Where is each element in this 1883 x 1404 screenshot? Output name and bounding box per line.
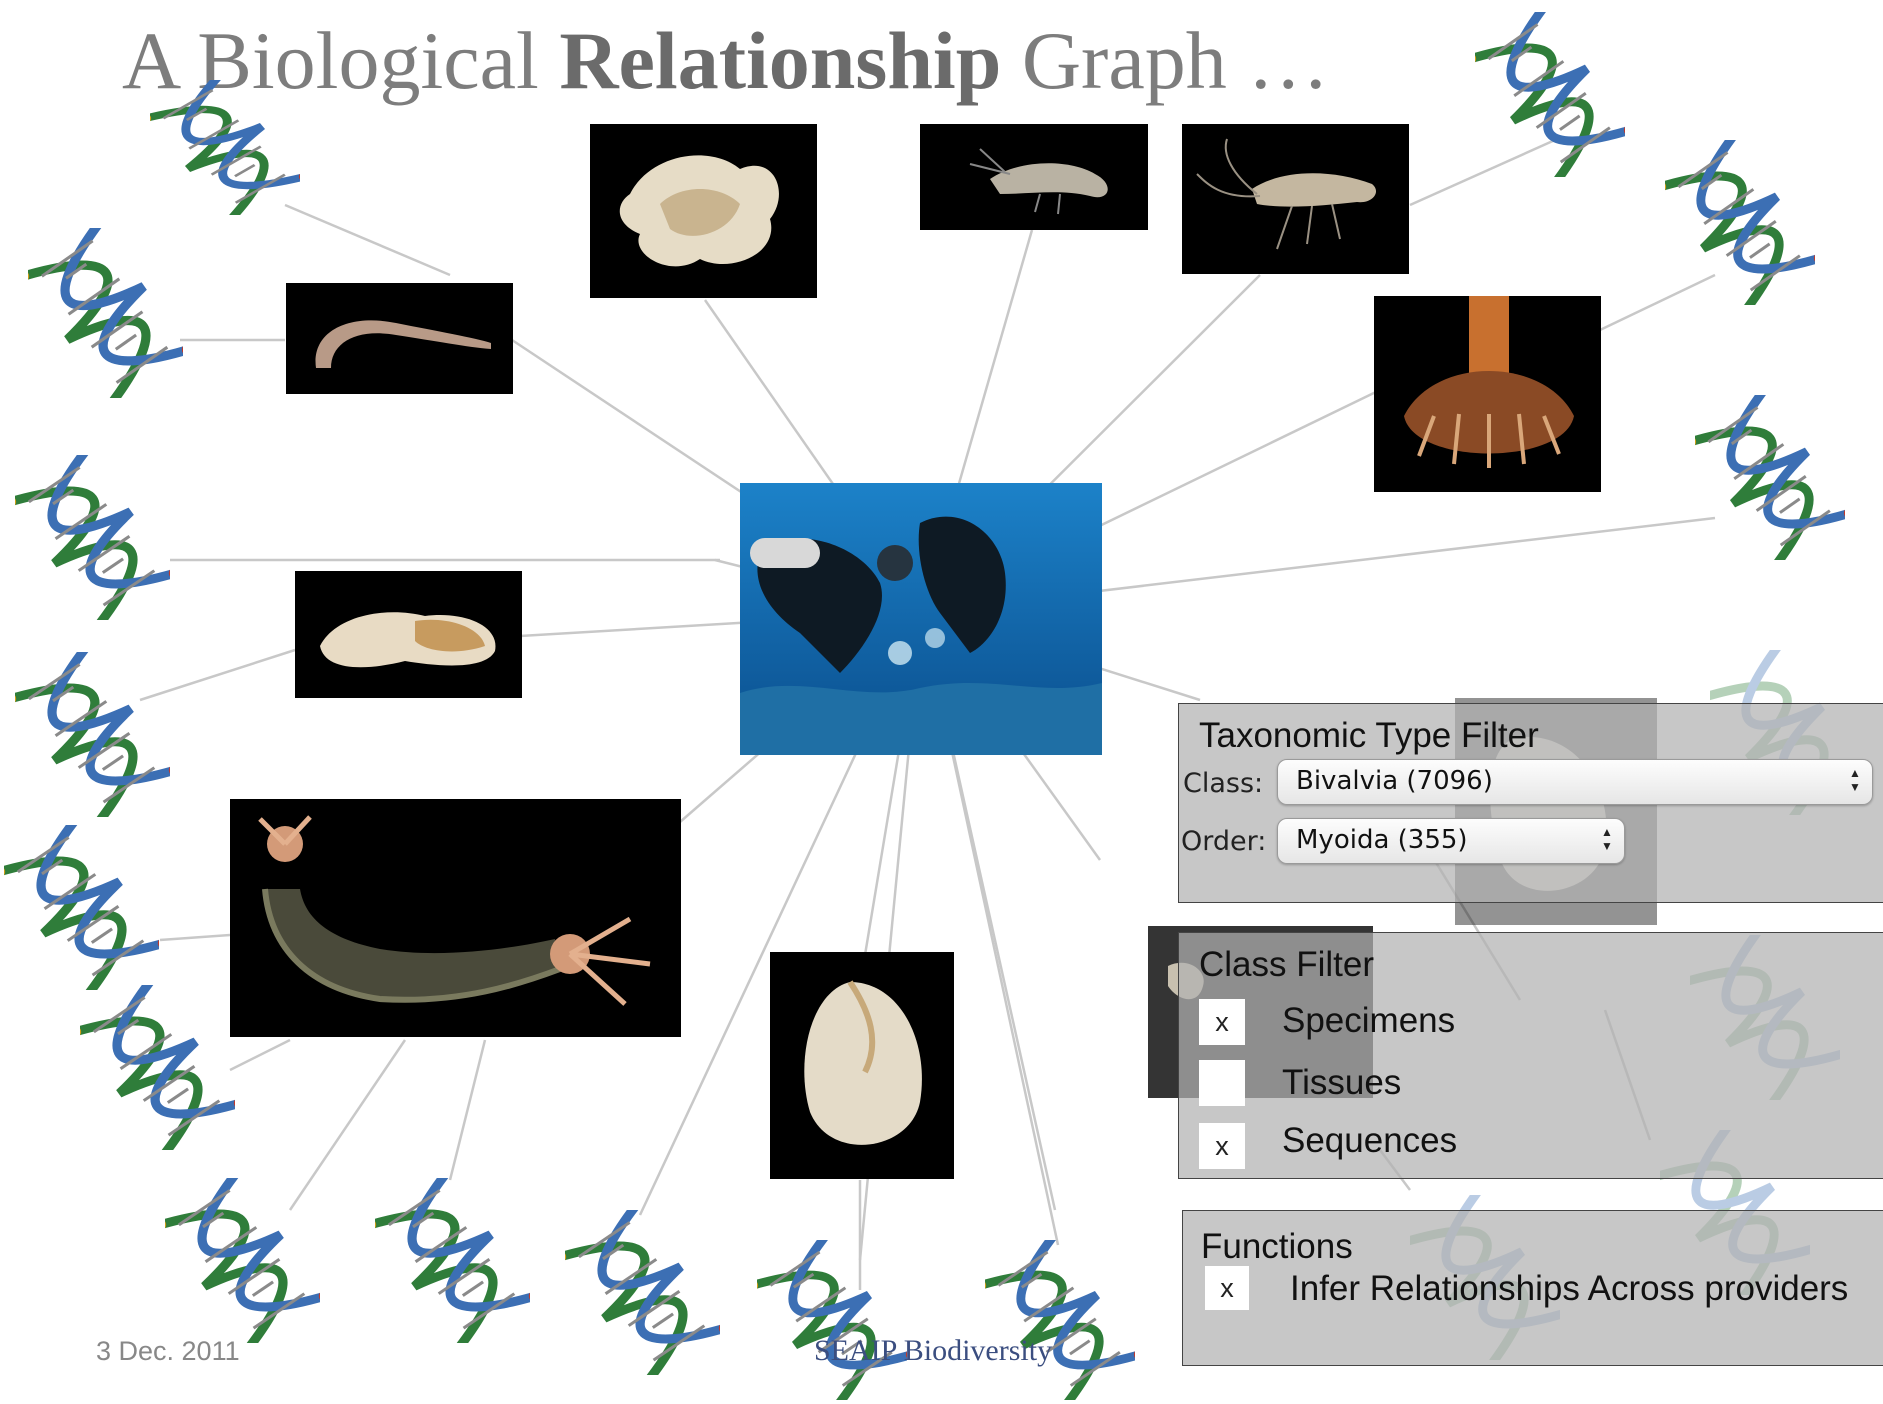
- taxonomic-type-filter-panel: Taxonomic Type Filter Class: Bivalvia (7…: [1178, 703, 1883, 903]
- up-down-stepper-icon[interactable]: ▲▼: [1848, 766, 1862, 796]
- footer-organization: SEAIP Biodiversity: [814, 1334, 1052, 1368]
- class-select-value: Bivalvia (7096): [1296, 766, 1493, 796]
- footer-date: 3 Dec. 2011: [96, 1336, 240, 1367]
- class-select[interactable]: Bivalvia (7096) ▲▼: [1277, 759, 1873, 805]
- specimen-photo-hermit-crab: [230, 799, 681, 1037]
- title-text-end: Graph …: [1001, 15, 1329, 106]
- dna-helix-icon: [80, 985, 235, 1150]
- dna-helix-icon: [150, 80, 300, 215]
- functions-panel: Functions x Infer Relationships Across p…: [1182, 1210, 1883, 1366]
- diver-photo: [740, 483, 1102, 755]
- specimen-photo-fanworm: [1374, 296, 1601, 492]
- order-label: Order:: [1181, 826, 1266, 857]
- dna-helix-icon: [565, 1210, 720, 1375]
- slide-title: A Biological Relationship Graph …: [122, 14, 1329, 108]
- infer-relationships-checkbox[interactable]: x: [1205, 1266, 1249, 1310]
- dna-helix-icon: [1665, 140, 1815, 305]
- dna-helix-icon: [1695, 395, 1845, 560]
- class-label: Class:: [1183, 768, 1263, 799]
- specimen-photo-worm: [286, 283, 513, 394]
- class-filter-panel: Class Filter x Specimens Tissues x Seque…: [1178, 932, 1883, 1179]
- title-text-bold: Relationship: [559, 15, 1001, 106]
- tissues-label: Tissues: [1282, 1063, 1401, 1103]
- specimen-photo-bivalve: [770, 952, 954, 1179]
- class-filter-title: Class Filter: [1199, 945, 1374, 985]
- dna-helix-icon: [28, 228, 183, 398]
- tissues-checkbox[interactable]: [1199, 1060, 1245, 1106]
- functions-title: Functions: [1201, 1227, 1353, 1267]
- specimen-photo-sponge: [590, 124, 817, 298]
- dna-helix-icon: [985, 1240, 1135, 1400]
- sequences-checkbox[interactable]: x: [1199, 1123, 1245, 1169]
- taxonomic-filter-title: Taxonomic Type Filter: [1199, 716, 1539, 756]
- up-down-stepper-icon[interactable]: ▲▼: [1600, 825, 1614, 855]
- specimen-photo-nudibranch: [295, 571, 522, 698]
- specimens-checkbox[interactable]: x: [1199, 999, 1245, 1045]
- dna-helix-icon: [15, 455, 170, 620]
- dna-helix-icon: [375, 1178, 530, 1343]
- infer-relationships-label: Infer Relationships Across providers: [1290, 1269, 1848, 1309]
- specimen-photo-shrimp-small: [920, 124, 1148, 230]
- dna-helix-icon: [165, 1178, 320, 1343]
- specimen-photo-shrimp-large: [1182, 124, 1409, 274]
- order-select[interactable]: Myoida (355) ▲▼: [1277, 818, 1625, 864]
- specimens-label: Specimens: [1282, 1001, 1455, 1041]
- order-select-value: Myoida (355): [1296, 825, 1468, 855]
- sequences-label: Sequences: [1282, 1121, 1457, 1161]
- dna-helix-icon: [4, 825, 159, 990]
- dna-helix-icon: [1475, 12, 1625, 177]
- dna-helix-icon: [15, 652, 170, 817]
- dna-helix-icon: [757, 1240, 907, 1400]
